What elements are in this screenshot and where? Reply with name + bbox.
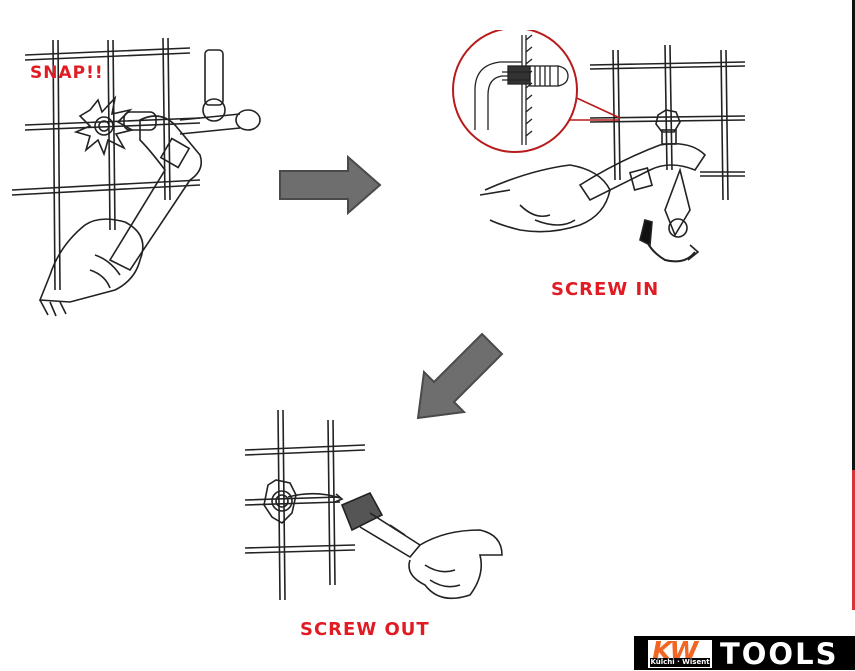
extractor-screw-out-illustration [244, 409, 503, 601]
screw-in-label: SCREW IN [551, 279, 660, 300]
wrench-breaking-pipe-illustration [11, 37, 261, 317]
kw-subtitle: Külchi · Wisent [650, 658, 710, 667]
screw-out-label: SCREW OUT [300, 619, 430, 640]
kw-tools-logo: KW Külchi · Wisent TOOLS [634, 636, 855, 671]
arrow-right-icon [278, 155, 383, 215]
panel-broken-screw: SNAP!! [0, 30, 280, 320]
panel-screw-out: SCREW OUT [230, 405, 530, 650]
panel-screw-in: SCREW IN [440, 30, 755, 305]
slide-edge-black-bar [852, 0, 855, 470]
arrow-down-left-icon [410, 330, 510, 425]
slide-edge-red-bar [852, 470, 855, 610]
kw-logo-mark: KW Külchi · Wisent [648, 637, 712, 668]
tools-wordmark: TOOLS [720, 637, 839, 671]
extractor-screw-in-illustration [452, 30, 746, 263]
snap-label: SNAP!! [30, 63, 104, 83]
